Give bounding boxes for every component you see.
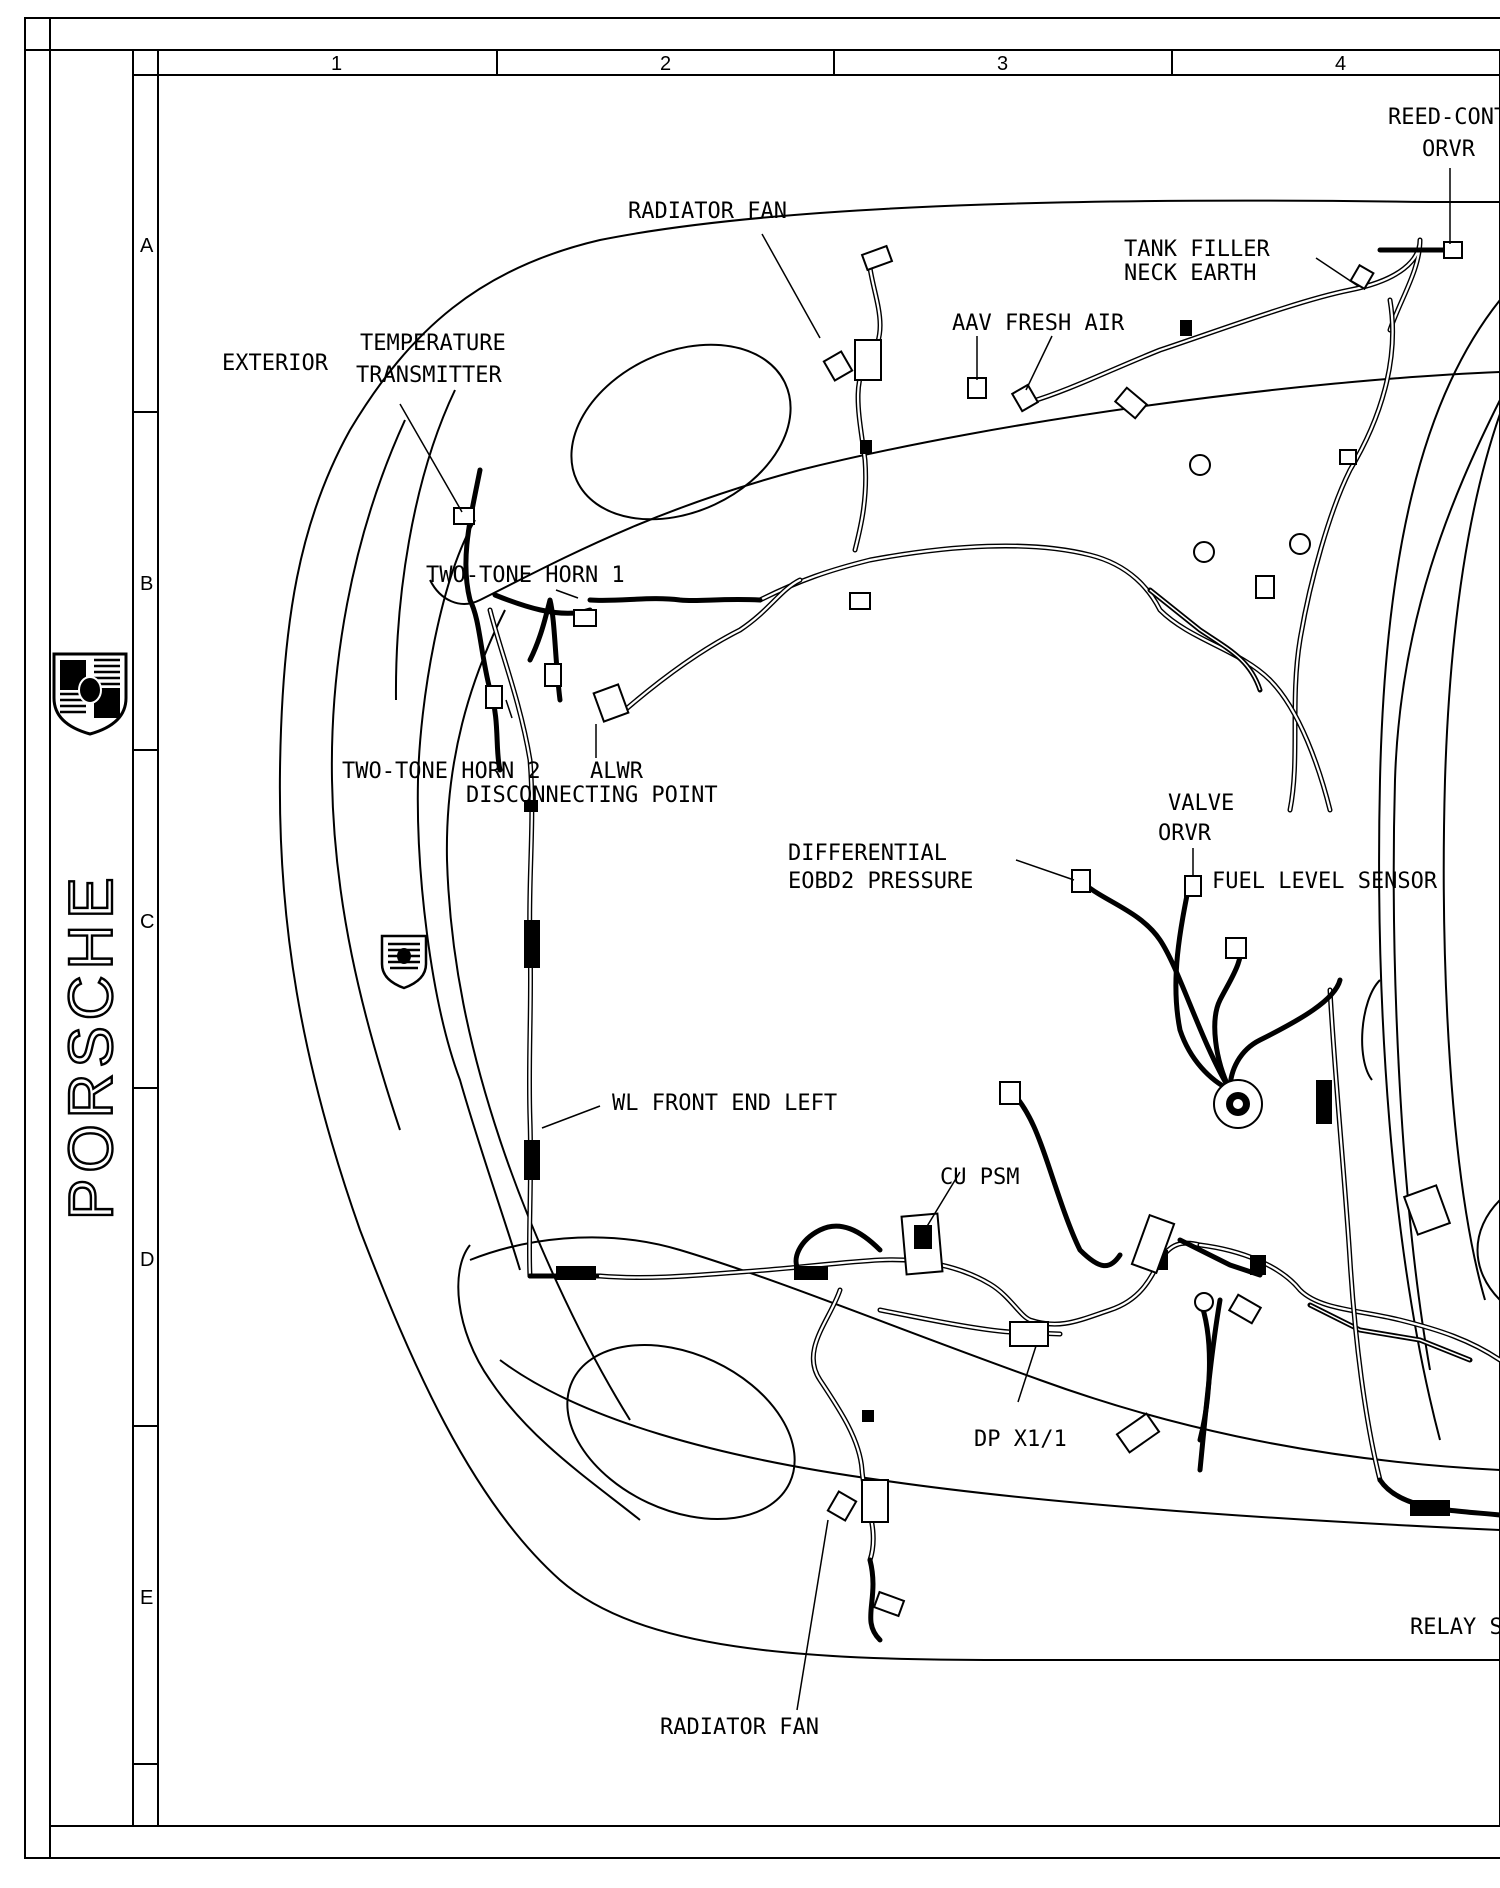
- column-label-3: 3: [997, 53, 1008, 75]
- connectors: [453, 241, 1463, 1618]
- label-two-tone-horn-2: TWO-TONE HORN 2: [342, 759, 541, 784]
- porsche-crest-logo: [52, 652, 128, 736]
- label-differential: DIFFERENTIAL: [788, 841, 947, 866]
- row-label-c: C: [140, 911, 154, 933]
- connector-two-tone-horn-2: [485, 685, 503, 709]
- harness-tape-markers: [524, 320, 1450, 1516]
- column-label-4: 4: [1335, 53, 1346, 75]
- drawing-frame: [24, 17, 1500, 1859]
- connector-fuel-level-sensor: [1225, 937, 1247, 959]
- label-temperature: TEMPERATURE: [360, 331, 506, 356]
- connector-radiator-fan-top: [854, 339, 882, 381]
- leader-lines: [399, 168, 1451, 1711]
- label-radiator-fan-top: RADIATOR FAN: [628, 199, 787, 224]
- label-tank-filler: TANK FILLER: [1124, 237, 1270, 262]
- component-labels: REED-CONT ORVR RADIATOR FAN TANK FILLER …: [222, 105, 1500, 1740]
- connector-two-tone-horn-1: [573, 609, 597, 627]
- row-label-d: D: [140, 1249, 154, 1271]
- row-label-b: B: [140, 573, 153, 595]
- label-wl-front-end-left: WL FRONT END LEFT: [612, 1091, 837, 1116]
- connector-alwr: [592, 683, 630, 723]
- label-exterior: EXTERIOR: [222, 351, 329, 376]
- column-label-1: 1: [331, 53, 342, 75]
- connector-aav: [967, 377, 987, 399]
- fuel-pump-flange: [1213, 1079, 1263, 1129]
- label-transmitter: TRANSMITTER: [356, 363, 502, 388]
- label-cu-psm: CU PSM: [940, 1165, 1019, 1190]
- connector-reed-contact: [1443, 241, 1463, 259]
- connector-fresh-air: [1010, 383, 1040, 413]
- label-two-tone-horn-1: TWO-TONE HORN 1: [426, 563, 625, 588]
- connector-valve-orvr: [1184, 875, 1202, 897]
- label-radiator-fan-bottom: RADIATOR FAN: [660, 1715, 819, 1740]
- connector-dp-x1-1: [1009, 1321, 1049, 1347]
- connector-radiator-fan-bottom: [861, 1479, 889, 1523]
- vehicle-front-outline: [278, 199, 1500, 1661]
- row-label-e: E: [140, 1587, 153, 1609]
- connector-temperature-transmitter: [453, 507, 475, 525]
- label-alwr: ALWR: [590, 759, 644, 784]
- label-neck-earth: NECK EARTH: [1124, 261, 1256, 286]
- label-valve: VALVE: [1168, 791, 1234, 816]
- column-label-2: 2: [660, 53, 671, 75]
- label-fuel-level-sensor: FUEL LEVEL SENSOR: [1212, 869, 1438, 894]
- porsche-brand-wordmark: PORSCHE: [57, 871, 126, 1220]
- label-orvr-top: ORVR: [1422, 137, 1476, 162]
- label-dp-x1-1: DP X1/1: [974, 1427, 1067, 1452]
- hood-crest-emblem: [380, 934, 428, 990]
- row-label-a: A: [140, 235, 154, 257]
- label-orvr-valve: ORVR: [1158, 821, 1212, 846]
- label-disconnecting-point: DISCONNECTING POINT: [466, 783, 718, 808]
- label-relay: RELAY S: [1410, 1615, 1500, 1640]
- label-reed-contact: REED-CONT: [1388, 105, 1500, 130]
- label-aav-fresh-air: AAV FRESH AIR: [952, 311, 1125, 336]
- connector-differential-pressure: [1071, 869, 1091, 893]
- label-eobd2-pressure: EOBD2 PRESSURE: [788, 869, 973, 894]
